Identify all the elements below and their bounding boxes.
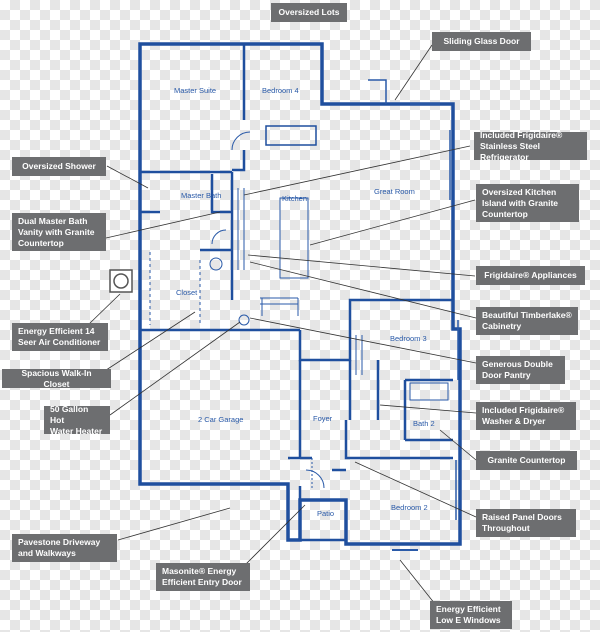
room-bath2: Bath 2 xyxy=(413,419,435,428)
room-kitchen: Kitchen xyxy=(282,194,307,203)
callout-sliding-glass-door: Sliding Glass Door xyxy=(432,32,531,51)
callout-oversized-shower: Oversized Shower xyxy=(12,157,106,176)
callout-water-heater: 50 Gallon Hot Water Heater xyxy=(44,404,110,436)
callout-oversized-lots: Oversized Lots xyxy=(271,3,347,22)
callout-washer-dryer: Included Frigidaire® Washer & Dryer xyxy=(476,402,576,430)
room-bedroom2: Bedroom 2 xyxy=(391,503,428,512)
svg-text:Master Suite: Master Suite xyxy=(174,86,216,95)
callout-cabinetry: Beautiful Timberlake® Cabinetry xyxy=(476,307,578,335)
svg-text:Bedroom 4: Bedroom 4 xyxy=(262,86,299,95)
callout-appliances: Frigidaire® Appliances xyxy=(476,266,585,285)
callout-refrigerator: Included Frigidaire® Stainless Steel Ref… xyxy=(474,130,587,162)
exterior-walls xyxy=(138,42,462,546)
room-closet: Closet xyxy=(176,288,198,297)
svg-text:2 Car Garage: 2 Car Garage xyxy=(198,415,243,424)
room-garage: 2 Car Garage xyxy=(198,415,243,424)
room-patio: Patio xyxy=(317,509,334,518)
leader-lines xyxy=(87,44,477,605)
callout-granite: Granite Countertop xyxy=(476,451,577,470)
callout-panel-doors: Raised Panel Doors Throughout xyxy=(476,509,576,537)
room-great-room: Great Room xyxy=(374,187,415,196)
room-master-bath: Master Bath xyxy=(181,191,221,200)
room-bedroom3: Bedroom 3 xyxy=(390,334,427,343)
svg-text:Kitchen: Kitchen xyxy=(282,194,307,203)
interior-walls xyxy=(138,44,453,542)
callout-pantry: Generous Double Door Pantry xyxy=(476,356,565,384)
callout-kitchen-island: Oversized Kitchen Island with Granite Co… xyxy=(476,184,579,222)
ac-unit-icon xyxy=(109,269,133,293)
svg-text:Bath 2: Bath 2 xyxy=(413,419,435,428)
plan-details xyxy=(149,79,459,551)
room-foyer: Foyer xyxy=(313,414,333,423)
callout-entry-door: Masonite® Energy Efficient Entry Door xyxy=(156,563,250,591)
svg-text:Patio: Patio xyxy=(317,509,334,518)
svg-text:Foyer: Foyer xyxy=(313,414,333,423)
room-bedroom4: Bedroom 4 xyxy=(262,86,299,95)
callout-driveway: Pavestone Driveway and Walkways xyxy=(12,534,117,562)
svg-text:Bedroom 2: Bedroom 2 xyxy=(391,503,428,512)
svg-text:Closet: Closet xyxy=(176,288,198,297)
room-master-suite: Master Suite xyxy=(174,86,216,95)
callout-dual-vanity: Dual Master Bath Vanity with Granite Cou… xyxy=(12,213,106,251)
svg-text:Great Room: Great Room xyxy=(374,187,415,196)
svg-text:Master Bath: Master Bath xyxy=(181,191,221,200)
svg-text:Bedroom 3: Bedroom 3 xyxy=(390,334,427,343)
callout-low-e-windows: Energy Efficient Low E Windows xyxy=(430,601,512,629)
callout-walk-in-closet: Spacious Walk-In Closet xyxy=(2,368,111,389)
callout-air-conditioner: Energy Efficient 14 Seer Air Conditioner xyxy=(12,323,108,351)
